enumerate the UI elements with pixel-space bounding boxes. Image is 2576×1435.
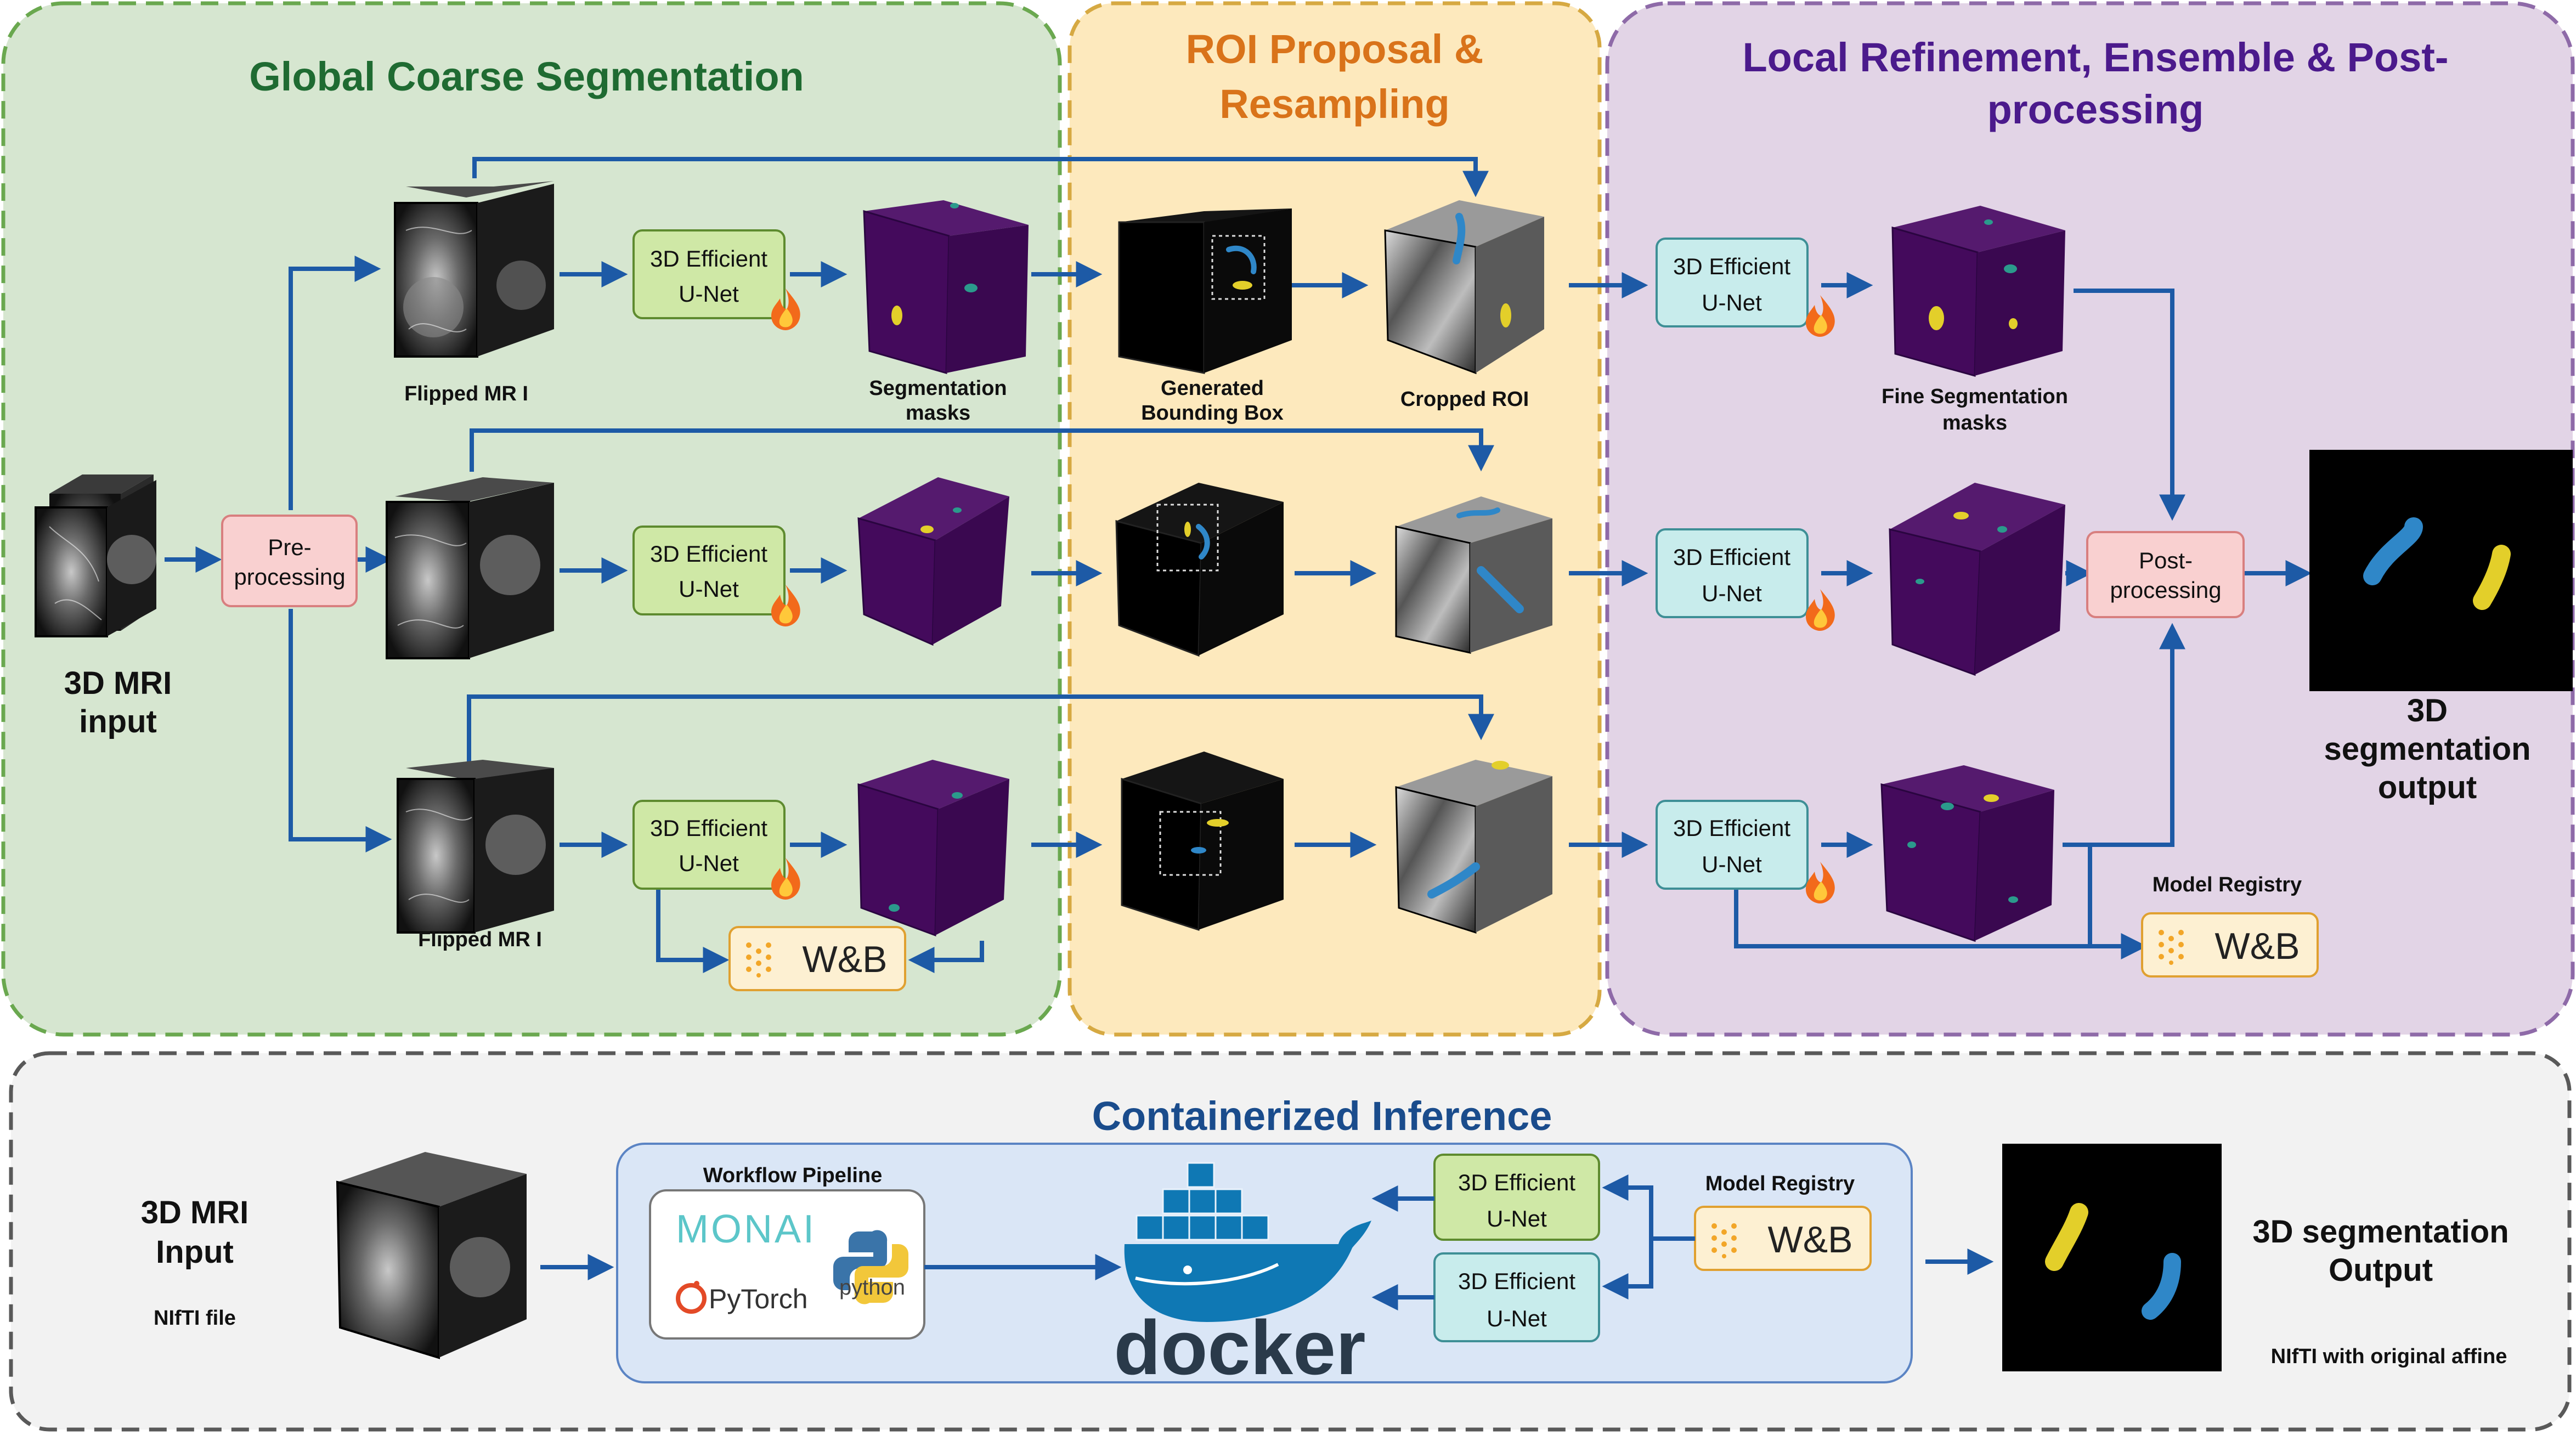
cropped-roi-caption: Cropped ROI [1400, 388, 1529, 411]
container-unet-cyan: 3D Efficient U-Net [1433, 1252, 1600, 1342]
input-mri-cube [35, 474, 156, 637]
preprocessing-line2: processing [234, 564, 345, 590]
python-label: python [839, 1275, 905, 1300]
local-unet-3: 3D Efficient U-Net [1656, 800, 1835, 903]
roi-cube-2 [1395, 496, 1552, 654]
global-unet-1-line1: 3D Efficient [650, 246, 767, 272]
wandb-box-local: W&B [2141, 912, 2319, 978]
global-unet-1: 3D Efficient U-Net [632, 229, 800, 330]
flipped-caption-3: Flipped MR I [418, 928, 542, 951]
input-label-line1: 3D MRI [64, 665, 172, 701]
flow-arrows [165, 157, 2312, 973]
output-label-line1: 3D [2407, 693, 2448, 728]
docker-label: docker [1114, 1304, 1365, 1391]
seg-mask-cube-1 [863, 200, 1029, 374]
output-label-line3: output [2378, 770, 2477, 805]
wandb-label-local: W&B [2215, 925, 2300, 967]
container-unet-green-line1: 3D Efficient [1458, 1170, 1575, 1195]
local-unet-2: 3D Efficient U-Net [1656, 528, 1835, 631]
container-output-note: NIfTI with original affine [2271, 1345, 2507, 1368]
wandb-box-container: W&B [1694, 1206, 1872, 1271]
flipped-caption-1: Flipped MR I [404, 382, 528, 405]
bbox-cube-2 [1115, 483, 1284, 657]
local-stage-title-line2: processing [1987, 87, 2204, 132]
container-output-line2: Output [2329, 1252, 2433, 1288]
flipped-mri-cube-1 [394, 181, 554, 358]
container-input-line1: 3D MRI [141, 1195, 249, 1230]
postprocessing-line2: processing [2110, 577, 2221, 603]
container-input-note: NIfTI file [154, 1307, 236, 1330]
seg-mask-cube-3 [857, 760, 1009, 937]
container-output-line1: 3D segmentation [2252, 1214, 2509, 1250]
model-registry-caption: Model Registry [2153, 873, 2302, 896]
flipped-mri-cube-3 [397, 760, 554, 934]
wandb-label-container: W&B [1768, 1219, 1853, 1261]
seg-mask-cube-2 [857, 477, 1009, 646]
container-output-image [2002, 1144, 2222, 1371]
global-stage-title: Global Coarse Segmentation [249, 54, 804, 99]
python-logo [833, 1230, 908, 1304]
segmentation-output-image [2309, 450, 2573, 691]
input-label-line2: input [79, 704, 157, 739]
seg-masks-caption-line1: Segmentation [869, 377, 1007, 400]
containerized-title: Containerized Inference [1092, 1093, 1552, 1139]
local-unet-1-line1: 3D Efficient [1673, 253, 1790, 279]
roi-cube-3 [1395, 760, 1552, 934]
docker-whale-icon [1124, 1162, 1371, 1322]
bbox-caption-line1: Generated [1161, 377, 1264, 400]
fine-seg-caption-line1: Fine Segmentation [1882, 385, 2068, 408]
fine-seg-cube-3 [1880, 765, 2054, 942]
local-unet-3-line1: 3D Efficient [1673, 815, 1790, 841]
workflow-box [649, 1189, 925, 1340]
bbox-cube-1 [1118, 208, 1292, 374]
workflow-label: Workflow Pipeline [703, 1164, 883, 1187]
postprocessing-line1: Post- [2139, 547, 2193, 573]
local-unet-1: 3D Efficient U-Net [1656, 238, 1835, 337]
wandb-box-global: W&B [728, 926, 906, 991]
local-unet-1-line2: U-Net [1702, 290, 1762, 315]
container-unet-cyan-line2: U-Net [1487, 1306, 1547, 1331]
roi-stage-title-line2: Resampling [1219, 81, 1449, 127]
bbox-cube-3 [1121, 752, 1284, 931]
roi-cube-1 [1384, 200, 1544, 375]
global-unet-3: 3D Efficient U-Net [632, 800, 800, 900]
container-registry-caption: Model Registry [1705, 1172, 1855, 1195]
output-label-line2: segmentation [2324, 731, 2530, 767]
monai-logo: MONAI [676, 1207, 816, 1251]
fine-seg-cube-1 [1891, 206, 2065, 377]
preprocessing-line1: Pre- [268, 534, 311, 560]
wandb-label-global: W&B [803, 939, 888, 980]
global-unet-2-line2: U-Net [679, 576, 739, 602]
fine-seg-cube-2 [1889, 483, 2065, 676]
local-unet-2-line2: U-Net [1702, 580, 1762, 606]
container-unet-green-line2: U-Net [1487, 1206, 1547, 1231]
flipped-mri-cube-2 [386, 477, 554, 659]
global-unet-2-line1: 3D Efficient [650, 541, 767, 567]
container-input-cube [336, 1152, 527, 1359]
global-unet-1-line2: U-Net [679, 281, 739, 307]
global-unet-3-line1: 3D Efficient [650, 815, 767, 841]
global-unet-2: 3D Efficient U-Net [632, 526, 800, 626]
pytorch-logo [676, 1281, 707, 1314]
local-unet-2-line1: 3D Efficient [1673, 544, 1790, 570]
postprocessing-box [2086, 531, 2245, 618]
container-input-line2: Input [156, 1234, 234, 1270]
roi-stage-title-line1: ROI Proposal & [1186, 26, 1484, 72]
pytorch-label: PyTorch [709, 1284, 808, 1314]
container-unet-cyan-line1: 3D Efficient [1458, 1268, 1575, 1294]
local-unet-3-line2: U-Net [1702, 851, 1762, 877]
seg-masks-caption-line2: masks [906, 402, 970, 425]
bbox-caption-line2: Bounding Box [1141, 402, 1284, 425]
container-unet-green: 3D Efficient U-Net [1433, 1154, 1600, 1241]
local-stage-title-line1: Local Refinement, Ensemble & Post- [1742, 35, 2448, 80]
global-unet-3-line2: U-Net [679, 850, 739, 876]
local-stage-panel [1605, 1, 2575, 1037]
fine-seg-caption-line2: masks [1942, 411, 2007, 434]
preprocessing-box [221, 515, 358, 607]
